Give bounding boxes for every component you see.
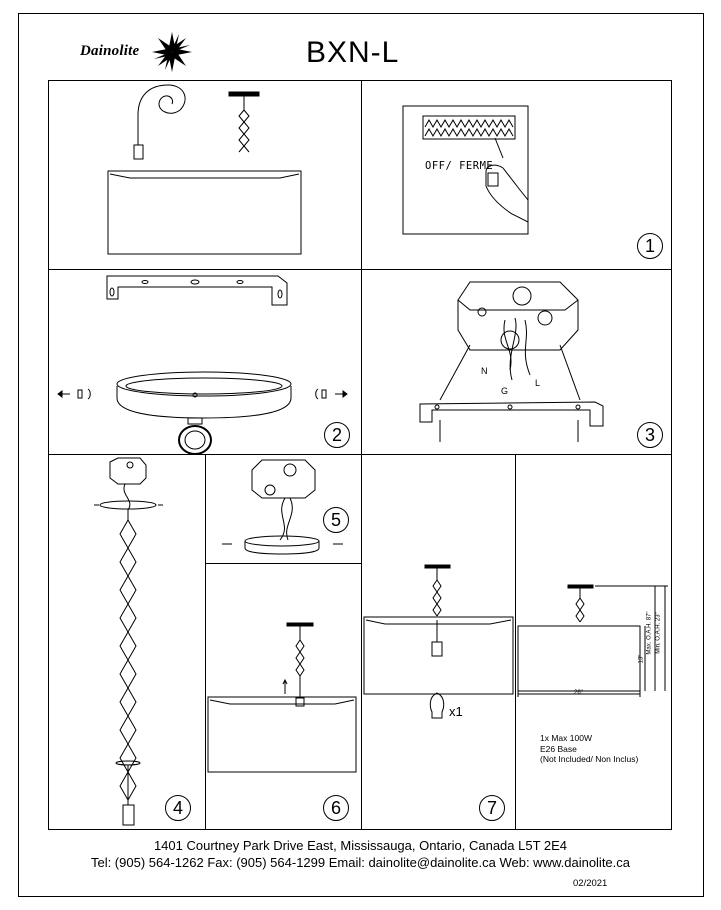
model-number: BXN-L [306,36,400,69]
step2-mounting-bracket [106,275,288,306]
bulb-notes: 1x Max 100W E26 Base (Not Included/ Non … [540,733,638,765]
overview-chain [228,91,260,153]
wire-live-label: L [535,378,541,388]
dimension-max-oah: Max. O.A.H. 87" [646,611,653,655]
step6-shade-install [207,622,357,773]
overview-shade [107,170,302,255]
wire-ground-label: G [501,386,509,396]
bulb-quantity: x1 [449,704,463,719]
step3-bracket [419,401,604,442]
step-number-3: 3 [637,422,663,448]
step-number-2: 2 [324,422,350,448]
step5-wiring [222,459,343,555]
step-number-6: 6 [323,795,349,821]
dimension-height: 13" [638,654,645,664]
dimension-width: 26" [574,690,583,696]
overview-cord-coil [133,84,186,160]
step3-junction-box [439,281,581,401]
step-number-7: 7 [479,795,505,821]
step2-canopy [116,371,292,455]
footer-address: 1401 Courtney Park Drive East, Mississau… [153,838,568,853]
wire-neutral-label: N [481,366,488,376]
revision-date: 02/2021 [573,878,608,889]
footer-contact: Tel: (905) 564-1262 Fax: (905) 564-1299 … [90,855,631,870]
step2-screws [57,388,348,400]
step-number-5: 5 [323,507,349,533]
dimension-drawing [517,584,668,697]
step-number-1: 1 [637,233,663,259]
switch-off-label: OFF/ FERME [425,160,494,172]
panel-dimensions [515,454,672,830]
step1-breaker-panel [402,105,529,235]
dimension-min-oah: Min. O.A.H. 23" [655,612,662,654]
note-wattage: 1x Max 100W [540,733,592,743]
step4-long-chain-assembly [94,457,163,826]
note-included: (Not Included/ Non Inclus) [540,754,639,764]
page-frame [18,13,704,897]
step-number-4: 4 [165,795,191,821]
brand-name: Dainolite [80,43,140,59]
step7-bulb-install [363,564,514,719]
note-base: E26 Base [540,743,577,754]
